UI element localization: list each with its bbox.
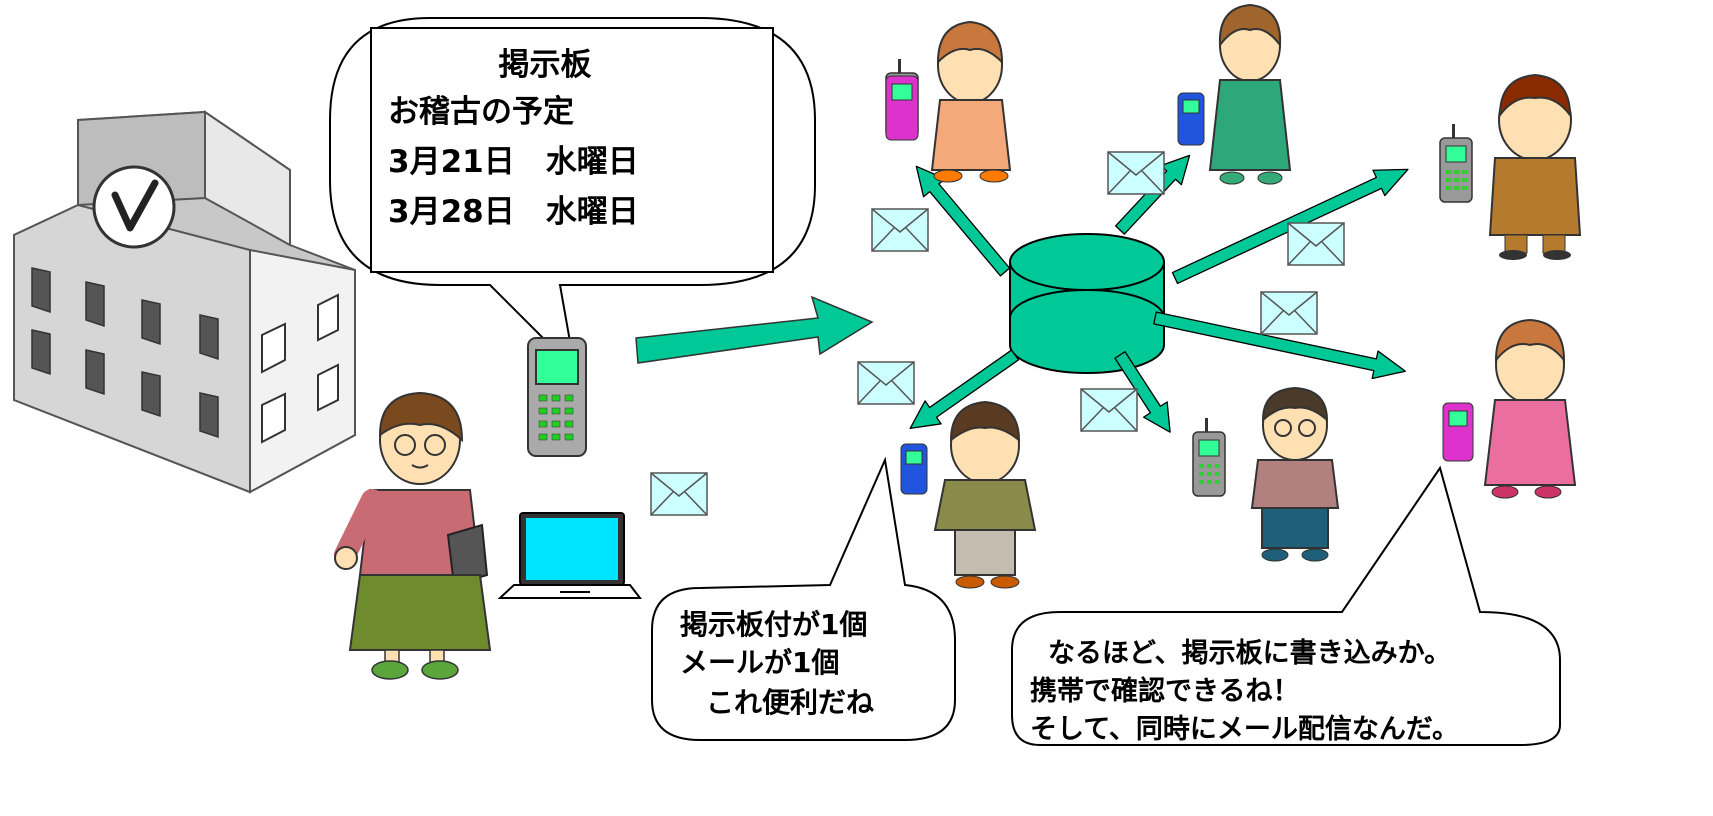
server-database-icon: [1009, 233, 1165, 374]
woman-pink-apron: [1442, 318, 1577, 499]
arrow-to-server: [635, 295, 874, 364]
envelope-icon: [857, 361, 915, 405]
bulletin-line-2: 3月21日 水曜日: [388, 144, 639, 180]
left-bubble-line-2: メールが1個: [680, 646, 839, 679]
person-vest-glasses: [1192, 386, 1340, 562]
arrow-to-bottom-left-person: [909, 349, 1020, 430]
person-orange-apron: [885, 20, 1012, 183]
bulletin-line-3: 3月28日 水曜日: [388, 194, 639, 230]
person-olive-shirt: [900, 400, 1037, 589]
arrow-to-right-woman: [1153, 311, 1407, 380]
bulletin-line-1: お稽古の予定: [388, 94, 574, 130]
envelope-icon: [650, 472, 708, 516]
right-bubble-line-1: なるほど、掲示板に書き込みか。: [1048, 638, 1451, 669]
person-brown-suit: [1439, 73, 1582, 260]
arrow-to-bottom-center-person: [1114, 351, 1171, 433]
left-bubble-line-1: 掲示板付が1個: [680, 608, 867, 641]
woman-with-notebook: [334, 391, 492, 680]
envelope-icon: [1287, 222, 1345, 266]
clock-icon: [92, 165, 176, 249]
school-building: [13, 110, 356, 494]
bulletin-heading: 掲示板: [499, 47, 592, 83]
bulletin-board-bubble: 掲示板 お稽古の予定 3月21日 水曜日 3月28日 水曜日: [329, 17, 816, 373]
envelope-icon: [1260, 291, 1318, 335]
left-bubble-line-3: これ便利だね: [706, 686, 874, 719]
laptop-computer: [497, 512, 643, 599]
comment-bubble-right: なるほど、掲示板に書き込みか。 携帯で確認できるね！ そして、同時にメール配信な…: [1011, 465, 1561, 746]
comment-bubble-left: 掲示板付が1個 メールが1個 これ便利だね: [651, 456, 956, 741]
mobile-phone-large: [527, 337, 587, 457]
right-bubble-line-3: そして、同時にメール配信なんだ。: [1030, 714, 1459, 745]
envelope-icon: [1080, 388, 1138, 432]
person-green-dress: [1177, 3, 1292, 185]
envelope-icon: [871, 208, 929, 252]
envelope-icon: [1107, 151, 1165, 195]
arrow-to-top-left-person: [915, 165, 1011, 277]
right-bubble-line-2: 携帯で確認できるね！: [1030, 675, 1299, 707]
